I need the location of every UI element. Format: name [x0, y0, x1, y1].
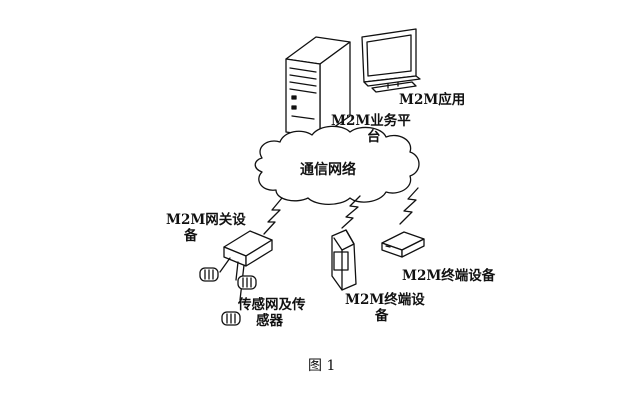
lightning-bolt-icon: [341, 195, 361, 229]
m2m-platform-label-line-1: M2M业务平: [331, 113, 411, 129]
monitor-icon: [361, 28, 421, 93]
sensor-icon: [221, 311, 241, 326]
gateway-box-icon: [223, 230, 273, 267]
comm-network-label: 通信网络: [300, 162, 356, 178]
m2m-terminal-label-1-line-1: M2M终端设: [345, 292, 425, 308]
sensor-icon: [237, 275, 257, 290]
m2m-gateway-label-line-2: 备: [184, 228, 198, 244]
lightning-bolt-icon: [399, 187, 419, 225]
m2m-app-label: M2M应用: [399, 92, 466, 108]
m2m-gateway-label: M2M网关设 备: [166, 212, 246, 244]
lightning-bolt-icon: [263, 197, 283, 235]
sensor-network-label-line-1: 传感网及传: [238, 297, 306, 313]
m2m-terminal-label-1-line-2: 备: [375, 308, 389, 324]
m2m-terminal-label-1: M2M终端设 备: [345, 292, 425, 324]
cloud-icon: [254, 125, 420, 206]
m2m-gateway-label-line-1: M2M网关设: [166, 212, 246, 228]
sensor-network-label-line-2: 感器: [256, 313, 283, 329]
sensor-network-label: 传感网及传 感器: [238, 297, 306, 329]
server-tower-icon: [285, 36, 351, 138]
sensor-icon: [199, 267, 219, 282]
m2m-terminal-label-2: M2M终端设备: [402, 268, 496, 284]
m2m-platform-label-line-2: 台: [367, 129, 381, 145]
terminal-box-icon: [381, 231, 425, 258]
m2m-platform-label: M2M业务平 台: [331, 113, 411, 145]
figure-caption: 图 1: [308, 358, 336, 374]
mobile-phone-icon: [331, 229, 357, 291]
